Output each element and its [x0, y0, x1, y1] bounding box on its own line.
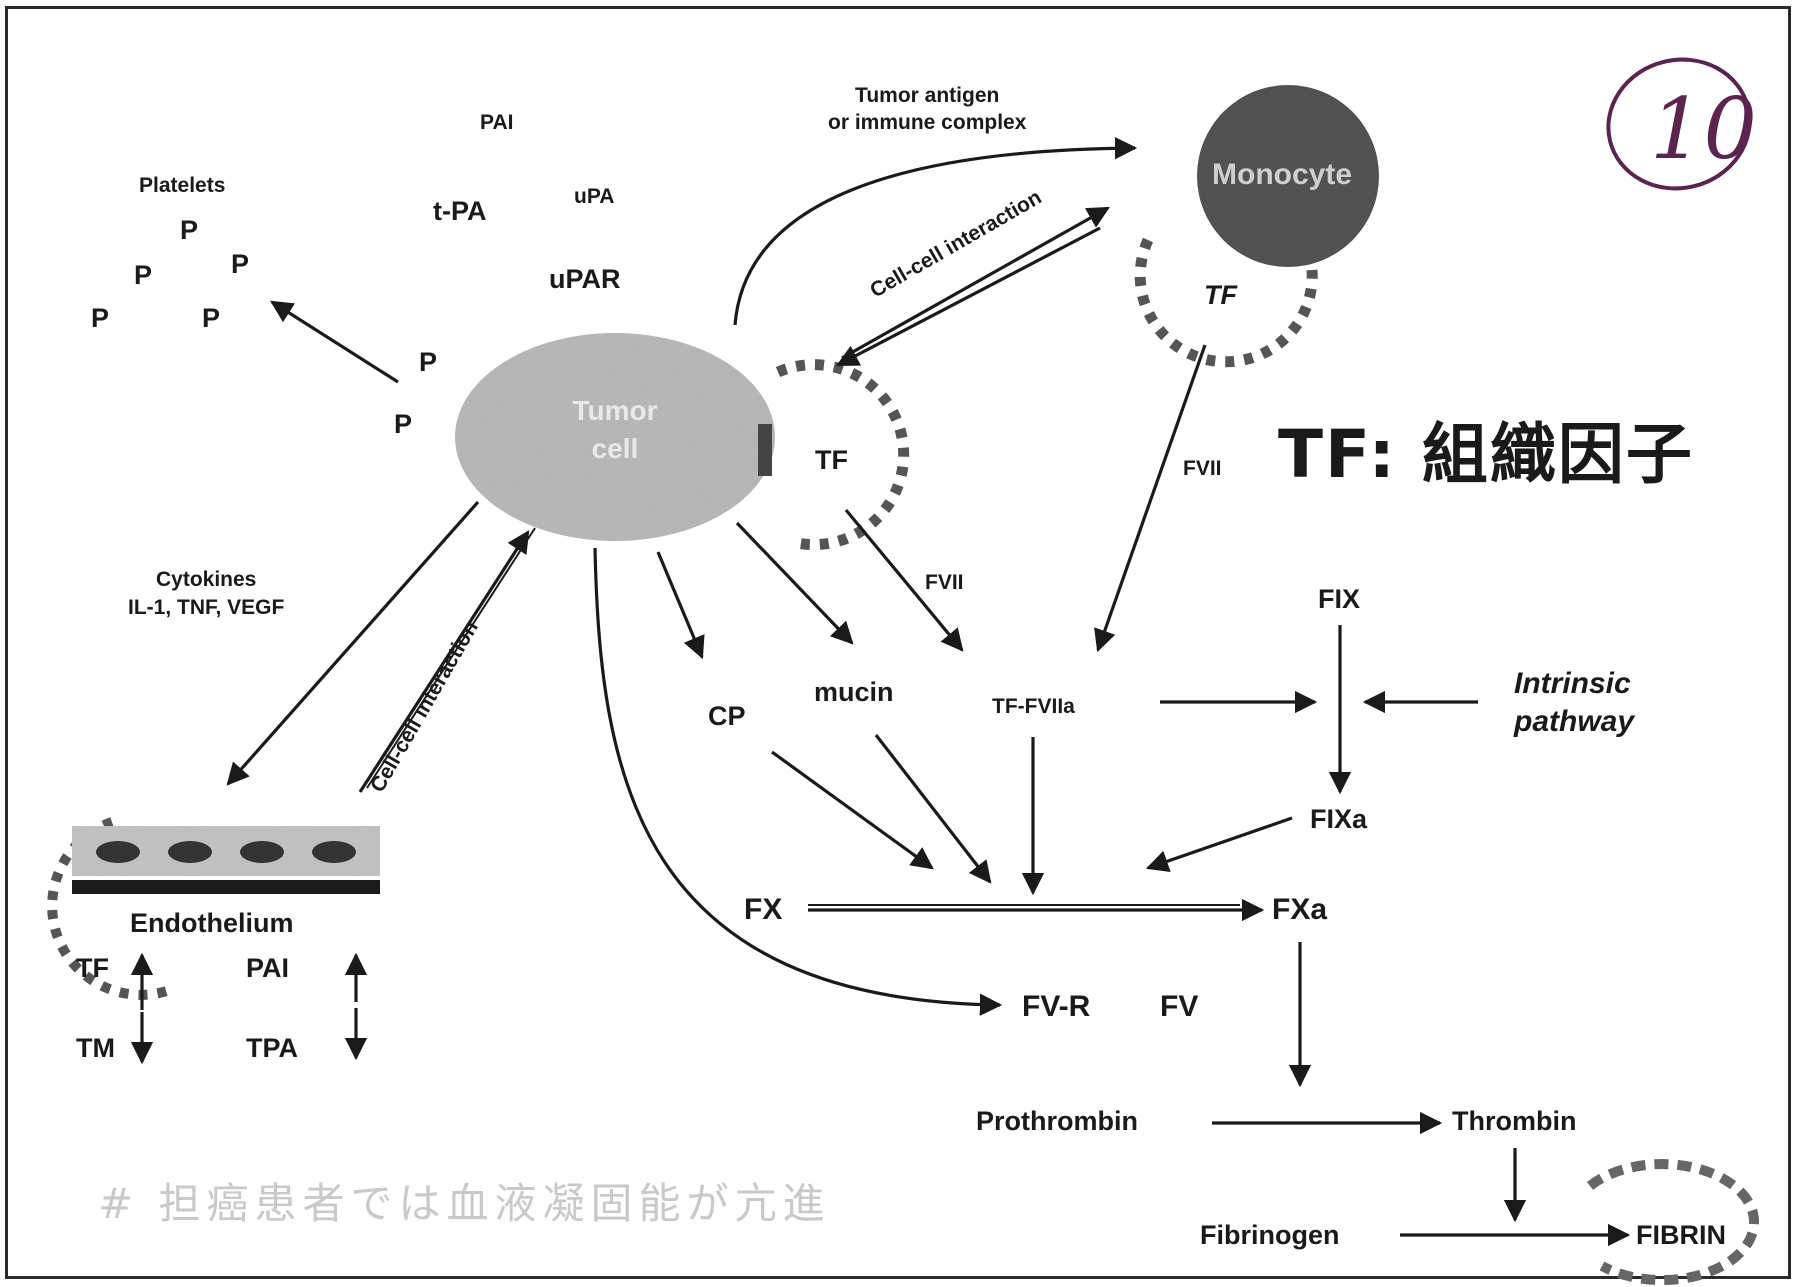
arrow-tumor-to-endothelium [228, 502, 478, 784]
fx-label: FX [744, 895, 782, 925]
upar-label: uPAR [549, 266, 621, 293]
arrow-fixa-to-fx [1148, 818, 1292, 868]
tf-definition: TF: 組織因子 [1278, 422, 1694, 488]
cp-label: CP [708, 703, 746, 730]
thrombin-label: Thrombin [1452, 1108, 1576, 1135]
fix-label: FIX [1318, 586, 1360, 613]
arrow-monocyte-tf-to-tffviia [1098, 345, 1205, 650]
endothelium-pai-label: PAI [246, 955, 289, 982]
tumor-fvii-label: FVII [925, 572, 964, 593]
platelet-p: P [202, 305, 220, 332]
tf-fviia-label: TF-FVIIa [992, 696, 1075, 717]
platelet-p: P [180, 217, 198, 244]
platelet-p: P [134, 262, 152, 289]
tumor-antigen-label: Tumor antigen or immune complex [828, 82, 1026, 137]
cytokines-label: Cytokines IL-1, TNF, VEGF [128, 566, 284, 623]
fixa-label: FIXa [1310, 806, 1367, 833]
u-pa-label: uPA [574, 186, 614, 207]
tpa-label: TPA [246, 1035, 298, 1062]
tm-label: TM [76, 1035, 115, 1062]
footnote: # 担癌患者では血液凝固能が亢進 [98, 1183, 831, 1225]
tumor-tf-block [758, 424, 772, 476]
handwritten-number: 10 [1650, 80, 1757, 178]
mucin-label: mucin [814, 679, 894, 706]
pai-top-label: PAI [480, 112, 513, 133]
fibrinogen-label: Fibrinogen [1200, 1222, 1339, 1249]
fv-r-label: FV-R [1022, 992, 1090, 1022]
t-pa-label: t-PA [433, 198, 487, 225]
platelet-p: P [91, 305, 109, 332]
arrow-tumor-to-monocyte [735, 148, 1135, 325]
platelets-label: Platelets [139, 175, 225, 196]
prothrombin-label: Prothrombin [976, 1108, 1138, 1135]
endothelium-tf-label: TF [76, 955, 109, 982]
arrow-tumor-to-cp [658, 552, 702, 657]
endothelium-label: Endothelium [130, 910, 294, 937]
fibrin-label: FIBRIN [1636, 1222, 1726, 1249]
arrow-mucin-to-fx [876, 735, 990, 882]
arrow-cp-to-fx [772, 752, 932, 868]
fxa-label: FXa [1272, 895, 1327, 925]
monocyte-label: Monocyte [1212, 160, 1352, 190]
arrow-tumor-to-fvr [595, 548, 1000, 1005]
tumor-cell-label: Tumor cell [555, 392, 675, 468]
platelet-p: P [231, 251, 249, 278]
fv-label: FV [1160, 992, 1198, 1022]
tumor-tf-label: TF [815, 447, 848, 474]
intrinsic-pathway-label: Intrinsic pathway [1514, 665, 1634, 740]
arrow-tumor-to-mucin [737, 523, 852, 643]
endothelium-layer [72, 826, 380, 894]
monocyte-fvii-label: FVII [1183, 458, 1222, 479]
arrow-tumor-to-platelets [272, 302, 398, 382]
platelet-p: P [394, 411, 412, 438]
platelet-p: P [419, 349, 437, 376]
monocyte-tf-label: TF [1204, 282, 1237, 309]
